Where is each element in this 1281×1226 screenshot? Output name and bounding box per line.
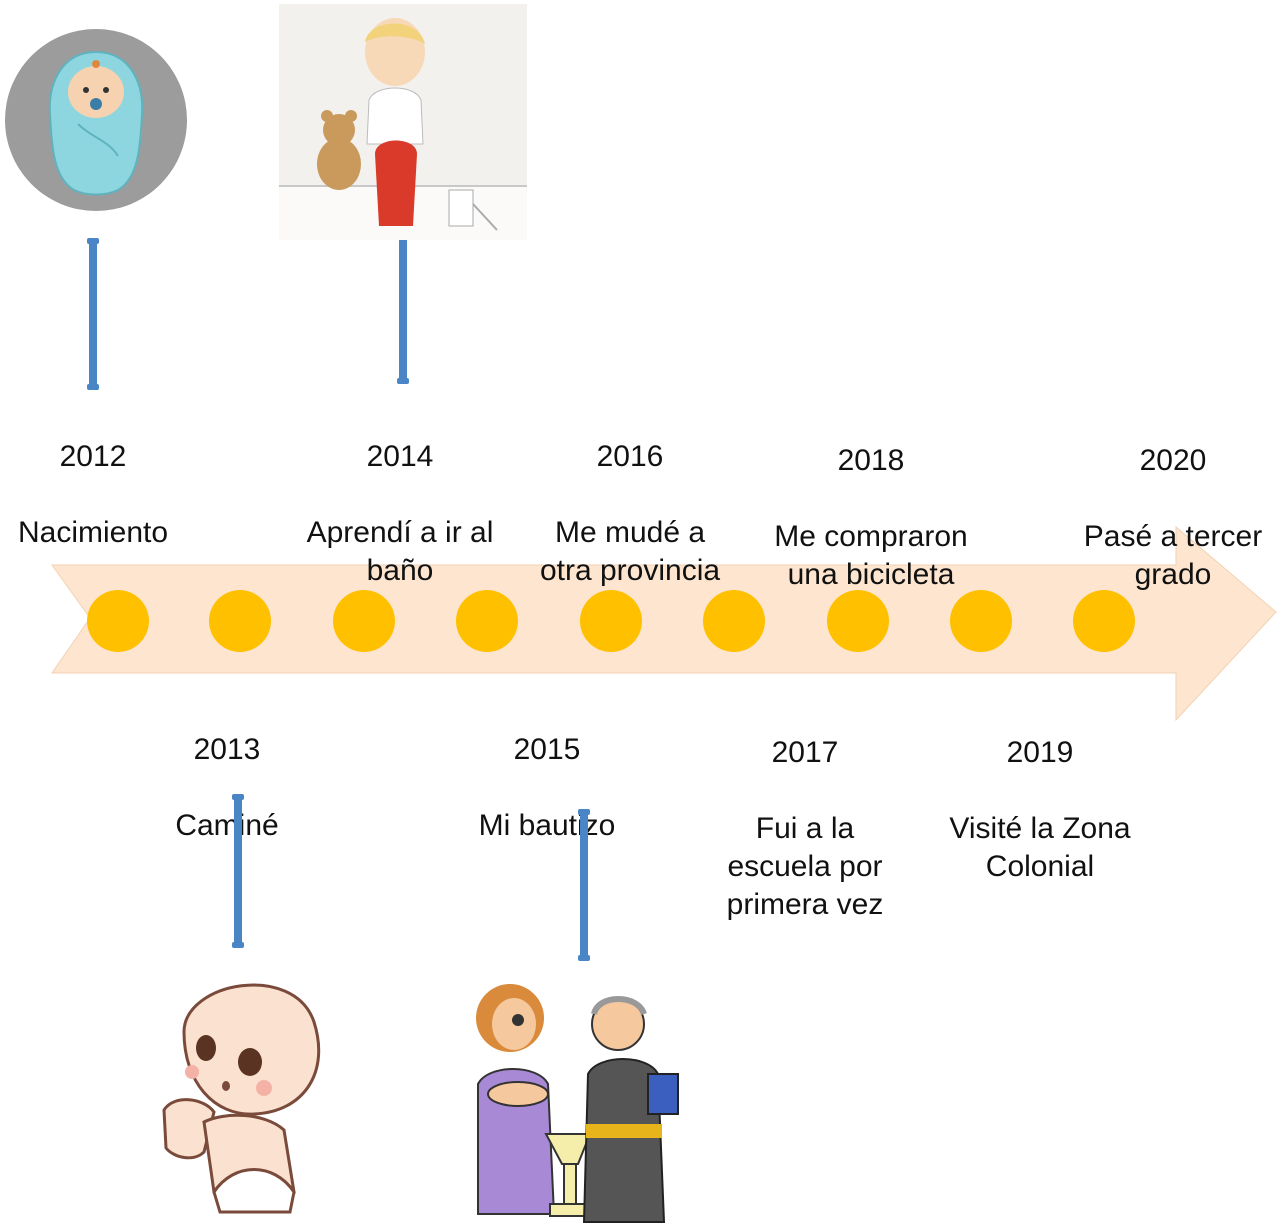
- event-year: 2017: [771, 736, 839, 769]
- crawling-baby-icon: [162, 983, 321, 1214]
- connector-2013: [232, 794, 244, 948]
- timeline-dot-2016: [580, 590, 642, 652]
- timeline-dot-2015: [456, 590, 518, 652]
- event-year: 2013: [193, 733, 261, 766]
- event-text: Me mudé a otra provincia: [539, 516, 721, 587]
- event-label-2015: 2015 Mi bautizo: [455, 693, 639, 883]
- connector-2015: [578, 809, 590, 961]
- event-text: Caminé: [175, 809, 279, 842]
- event-label-2014: 2014 Aprendí a ir al baño: [305, 400, 495, 628]
- event-year: 2018: [837, 444, 905, 477]
- event-label-2019: 2019 Visité la Zona Colonial: [935, 696, 1145, 924]
- event-label-2020: 2020 Pasé a tercer grado: [1068, 404, 1278, 632]
- connector-2012: [87, 238, 99, 390]
- event-year: 2016: [596, 440, 664, 473]
- event-text: Visité la Zona Colonial: [949, 812, 1131, 883]
- event-label-2016: 2016 Me mudé a otra provincia: [527, 400, 733, 628]
- newborn-baby-icon: [5, 29, 187, 211]
- timeline-dot-2014: [333, 590, 395, 652]
- event-label-2017: 2017 Fui a la escuela por primera vez: [710, 696, 900, 962]
- event-text: Fui a la escuela por primera vez: [726, 812, 884, 921]
- connector-2014: [397, 230, 409, 384]
- event-text: Pasé a tercer grado: [1083, 520, 1263, 591]
- timeline-dot-2018: [827, 590, 889, 652]
- event-label-2013: 2013 Caminé: [150, 693, 304, 883]
- event-label-2018: 2018 Me compraron una bicicleta: [760, 404, 982, 632]
- event-text: Nacimiento: [17, 516, 169, 549]
- timeline-dot-2019: [950, 590, 1012, 652]
- event-text: Me compraron una bicicleta: [774, 520, 968, 591]
- event-label-2012: 2012 Nacimiento: [0, 400, 186, 590]
- event-year: 2019: [1006, 736, 1074, 769]
- event-year: 2012: [59, 440, 127, 473]
- event-text: Aprendí a ir al baño: [306, 516, 494, 587]
- timeline-dot-2012: [87, 590, 149, 652]
- baptism-icon: [458, 974, 686, 1226]
- timeline-dot-2020: [1073, 590, 1135, 652]
- event-text: Mi bautizo: [478, 809, 616, 842]
- timeline-dot-2017: [703, 590, 765, 652]
- event-year: 2015: [513, 733, 581, 766]
- potty-training-icon: [279, 4, 527, 240]
- event-year: 2020: [1139, 444, 1207, 477]
- event-year: 2014: [366, 440, 434, 473]
- timeline-dot-2013: [209, 590, 271, 652]
